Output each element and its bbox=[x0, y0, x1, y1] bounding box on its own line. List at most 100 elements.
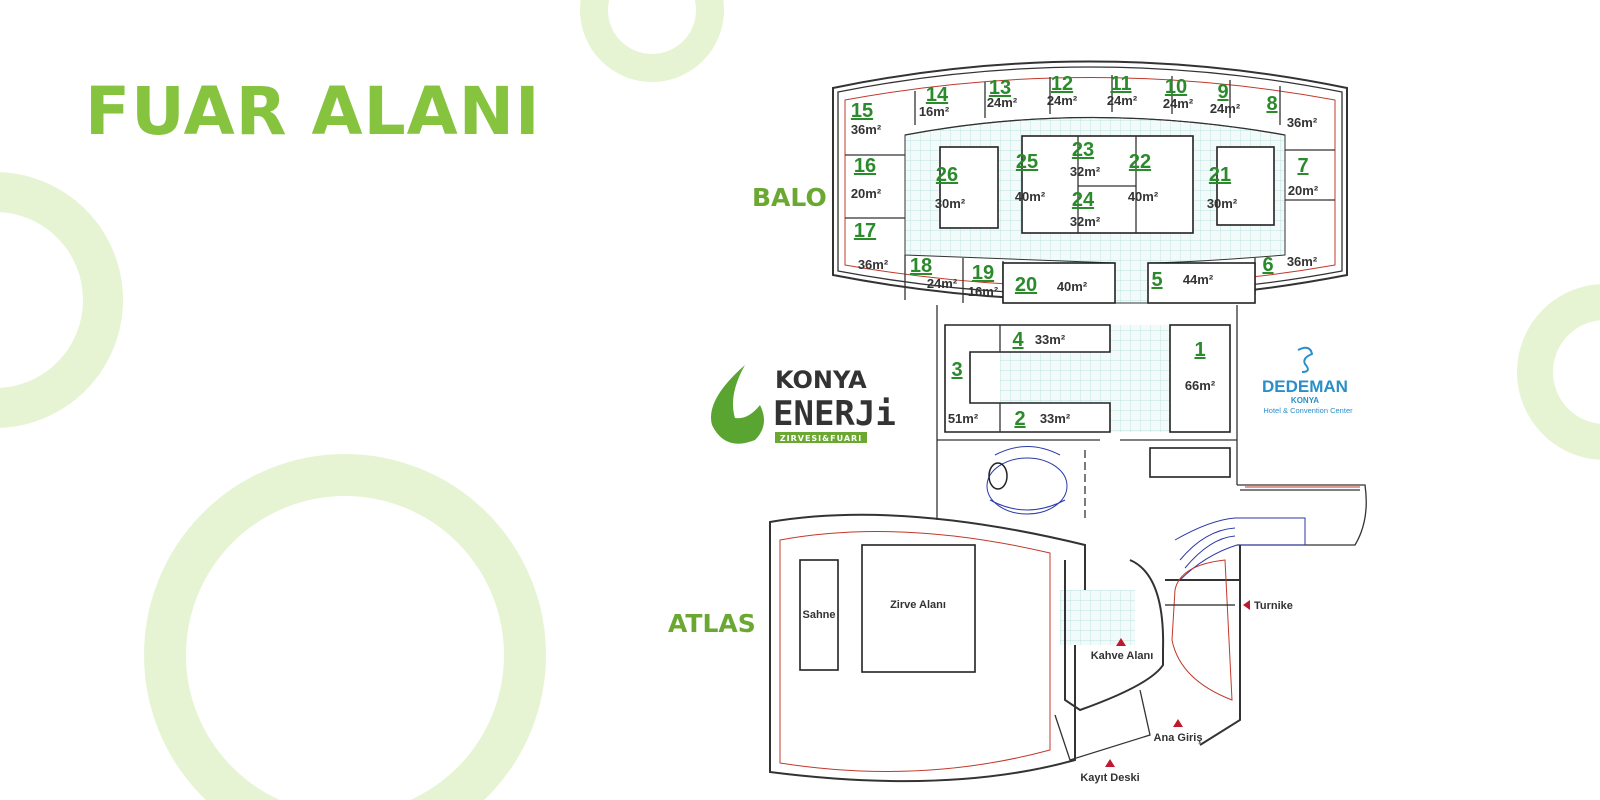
booth-6[interactable]: 6 36m² bbox=[1262, 254, 1317, 276]
booth-area: 32m² bbox=[1070, 214, 1101, 229]
stage-label: Sahne bbox=[802, 609, 835, 621]
booth-number: 24 bbox=[1072, 189, 1095, 211]
booth-26[interactable]: 26 30m² bbox=[935, 164, 966, 211]
booth-number: 18 bbox=[910, 255, 932, 277]
dedeman-name: DEDEMAN bbox=[1262, 377, 1348, 396]
booth-area: 24m² bbox=[927, 276, 958, 291]
booth-number: 3 bbox=[951, 359, 962, 381]
summit-area-label: Zirve Alanı bbox=[890, 599, 946, 611]
booth-area: 36m² bbox=[851, 122, 882, 137]
stairs bbox=[986, 446, 1306, 581]
booth-area: 40m² bbox=[1128, 189, 1159, 204]
atlas-hall bbox=[769, 513, 1241, 783]
booth-area: 33m² bbox=[1040, 411, 1071, 426]
booth-24[interactable]: 24 32m² bbox=[1070, 189, 1101, 229]
circle-top bbox=[580, 0, 724, 82]
booth-area: 36m² bbox=[858, 257, 889, 272]
konya-logo-line2: ENERJi bbox=[773, 394, 896, 434]
booth-area: 33m² bbox=[1035, 332, 1066, 347]
booth-22[interactable]: 22 40m² bbox=[1128, 151, 1159, 204]
booth-number: 23 bbox=[1072, 139, 1094, 161]
booth-number: 4 bbox=[1012, 329, 1024, 351]
booth-2[interactable]: 2 33m² bbox=[1014, 408, 1070, 430]
booth-number: 20 bbox=[1015, 274, 1037, 296]
booth-7[interactable]: 7 20m² bbox=[1288, 155, 1319, 198]
booth-area: 36m² bbox=[1287, 115, 1318, 130]
booth-area: 40m² bbox=[1015, 189, 1046, 204]
coffee-area-label: Kahve Alanı bbox=[1091, 650, 1154, 662]
booth-4[interactable]: 4 33m² bbox=[1012, 329, 1065, 351]
booth-number: 9 bbox=[1217, 81, 1228, 103]
booth-number: 19 bbox=[972, 262, 994, 284]
booth-number: 2 bbox=[1014, 408, 1025, 430]
booth-area: 51m² bbox=[948, 411, 979, 426]
booth-5[interactable]: 5 44m² bbox=[1151, 269, 1213, 291]
dedeman-swirl-icon bbox=[1297, 346, 1314, 373]
booth-number: 15 bbox=[851, 100, 873, 122]
booth-area: 16m² bbox=[919, 104, 950, 119]
booth-number: 13 bbox=[989, 77, 1011, 99]
coffee-marker-icon bbox=[1116, 638, 1126, 646]
konya-logo-sub: ZIRVESI&FUARI bbox=[780, 434, 862, 443]
registration-marker-icon bbox=[1105, 759, 1115, 767]
booth-number: 14 bbox=[926, 84, 949, 106]
booth-area: 24m² bbox=[987, 95, 1018, 110]
booth-number: 12 bbox=[1051, 73, 1073, 95]
booth-area: 20m² bbox=[851, 186, 882, 201]
booth-area: 24m² bbox=[1163, 96, 1194, 111]
booth-area: 32m² bbox=[1070, 164, 1101, 179]
booth-number: 16 bbox=[854, 155, 876, 177]
booth-3[interactable]: 3 51m² bbox=[948, 359, 979, 426]
booth-16[interactable]: 16 20m² bbox=[851, 155, 882, 201]
main-entrance-marker-icon bbox=[1173, 719, 1183, 727]
booth-number: 17 bbox=[854, 220, 876, 242]
booth-area: 24m² bbox=[1107, 93, 1138, 108]
dedeman-city: KONYA bbox=[1291, 396, 1319, 405]
booth-number: 1 bbox=[1194, 339, 1205, 361]
booth-area: 20m² bbox=[1288, 183, 1319, 198]
booth-area: 24m² bbox=[1210, 101, 1241, 116]
booth-20[interactable]: 20 40m² bbox=[1015, 274, 1088, 296]
booth-number: 22 bbox=[1129, 151, 1151, 173]
dedeman-subtitle: Hotel & Convention Center bbox=[1263, 406, 1353, 415]
booth-area: 44m² bbox=[1183, 272, 1214, 287]
booth-area: 30m² bbox=[935, 196, 966, 211]
konya-enerji-logo: KONYA ENERJi ZIRVESI&FUARI bbox=[710, 365, 896, 444]
main-entrance-label: Ana Giriş bbox=[1154, 732, 1203, 744]
balo-hall bbox=[832, 60, 1348, 304]
booth-area: 30m² bbox=[1207, 196, 1238, 211]
circle-right bbox=[1517, 284, 1600, 460]
registration-desk-label: Kayıt Deski bbox=[1080, 772, 1139, 784]
booth-number: 7 bbox=[1297, 155, 1308, 177]
booth-number: 26 bbox=[936, 164, 958, 186]
circle-bottom bbox=[144, 454, 546, 800]
booth-23[interactable]: 23 32m² bbox=[1070, 139, 1101, 179]
booth-area: 40m² bbox=[1057, 279, 1088, 294]
booth-number: 5 bbox=[1151, 269, 1162, 291]
booth-17[interactable]: 17 36m² bbox=[854, 220, 889, 272]
middle-section bbox=[936, 305, 1367, 546]
circle-left bbox=[0, 172, 123, 428]
page-title: FUAR ALANI bbox=[85, 73, 541, 150]
booth-number: 6 bbox=[1262, 254, 1273, 276]
konya-logo-line1: KONYA bbox=[775, 366, 867, 394]
booth-area: 36m² bbox=[1287, 254, 1318, 269]
booth-number: 11 bbox=[1110, 73, 1131, 95]
flame-icon bbox=[710, 365, 764, 444]
